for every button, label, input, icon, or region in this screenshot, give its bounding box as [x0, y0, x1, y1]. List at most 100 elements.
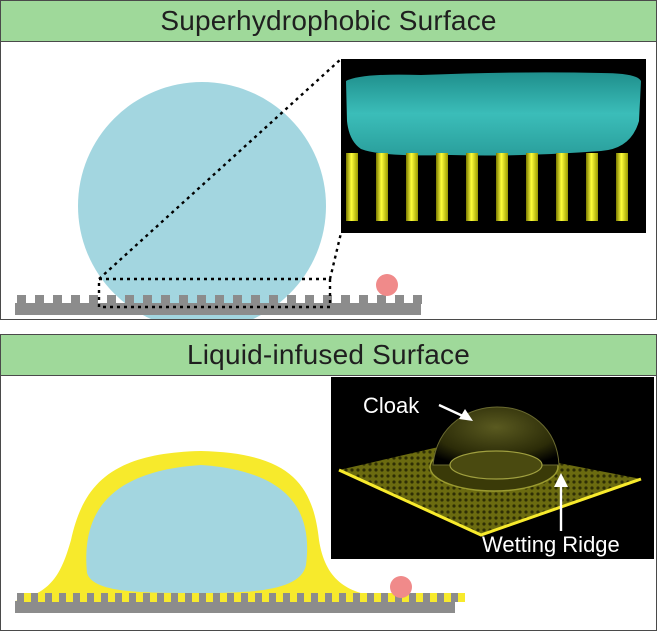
- pillar: [89, 295, 98, 304]
- pillar: [213, 593, 220, 602]
- pillar: [325, 593, 332, 602]
- pillar: [233, 295, 242, 304]
- lubricant-gap: [346, 593, 353, 602]
- pillar: [107, 295, 116, 304]
- post: [406, 153, 418, 221]
- pillar: [143, 295, 152, 304]
- superhydrophobic-header: Superhydrophobic Surface: [1, 1, 656, 42]
- pillar: [71, 295, 80, 304]
- pillar: [377, 295, 386, 304]
- lubricant-gap: [332, 593, 339, 602]
- pillar: [353, 593, 360, 602]
- lubricant-gap: [150, 593, 157, 602]
- contaminant-particle: [376, 274, 398, 296]
- pillar: [161, 295, 170, 304]
- superhydrophobic-title: Superhydrophobic Surface: [160, 5, 497, 36]
- liquid-infused-header: Liquid-infused Surface: [1, 335, 656, 376]
- post: [496, 153, 508, 221]
- lubricant-gap: [458, 593, 465, 602]
- ridge-arrow-head: [554, 473, 568, 487]
- lubricant-gap: [206, 593, 213, 602]
- pillar: [339, 593, 346, 602]
- lubricant-gap: [192, 593, 199, 602]
- pillar: [359, 295, 368, 304]
- superhydrophobic-diagram: [15, 58, 646, 319]
- pillar: [381, 593, 388, 602]
- pillar: [115, 593, 122, 602]
- liquid-infused-title: Liquid-infused Surface: [186, 339, 471, 370]
- lubricant-gap: [262, 593, 269, 602]
- pillar: [413, 295, 422, 304]
- pillar: [87, 593, 94, 602]
- post: [346, 153, 358, 221]
- contaminant-particle: [390, 576, 412, 598]
- pillar: [125, 295, 134, 304]
- lubricant-gap: [94, 593, 101, 602]
- confocal-3d-inset: Cloak Wetting Ridge: [331, 377, 654, 559]
- lubricant-gap: [122, 593, 129, 602]
- pillar: [171, 593, 178, 602]
- lubricant-gap: [178, 593, 185, 602]
- lubricant-gap: [66, 593, 73, 602]
- lubricant-gap: [430, 593, 437, 602]
- pillar: [31, 593, 38, 602]
- pillar: [227, 593, 234, 602]
- pillar: [101, 593, 108, 602]
- lubricant-gap: [388, 593, 395, 602]
- lubricant-gap: [80, 593, 87, 602]
- pillar: [311, 593, 318, 602]
- pillar: [215, 295, 224, 304]
- lubricant-gap: [304, 593, 311, 602]
- lubricant-gap: [234, 593, 241, 602]
- pillar: [199, 593, 206, 602]
- lubricant-gap: [290, 593, 297, 602]
- surface-edge: [338, 468, 642, 537]
- pillar: [269, 295, 278, 304]
- post: [616, 153, 628, 221]
- pillar-substrate: [15, 295, 422, 315]
- lubricant-gap: [248, 593, 255, 602]
- pillar: [323, 295, 332, 304]
- pillar: [157, 593, 164, 602]
- lubricant-gap: [38, 593, 45, 602]
- pillar: [241, 593, 248, 602]
- post: [466, 153, 478, 221]
- pillar: [297, 593, 304, 602]
- pillar: [59, 593, 66, 602]
- cloak-arrow-head: [459, 409, 473, 421]
- pillar: [437, 593, 444, 602]
- pillar: [367, 593, 374, 602]
- pillar: [269, 593, 276, 602]
- pillar: [283, 593, 290, 602]
- pillar: [129, 593, 136, 602]
- post: [556, 153, 568, 221]
- pillar: [73, 593, 80, 602]
- lubricant-gap: [136, 593, 143, 602]
- post: [436, 153, 448, 221]
- pillar: [395, 295, 404, 304]
- lubricant-gap: [360, 593, 367, 602]
- confocal-micrograph-inset: [341, 59, 646, 233]
- lubricant-gap: [318, 593, 325, 602]
- pillar: [197, 295, 206, 304]
- lubricant-gap: [164, 593, 171, 602]
- post: [376, 153, 388, 221]
- water-meniscus: [346, 72, 641, 156]
- pillar: [251, 295, 260, 304]
- pillar: [179, 295, 188, 304]
- yellow-posts: [346, 153, 628, 221]
- lubricant-gap: [374, 593, 381, 602]
- infused-substrate: [15, 593, 465, 613]
- cloak-arrow-shaft: [438, 403, 466, 419]
- pillar: [143, 593, 150, 602]
- lubricant-gap: [276, 593, 283, 602]
- lubricant-gap: [52, 593, 59, 602]
- pillar: [287, 295, 296, 304]
- pillar: [185, 593, 192, 602]
- pillar: [409, 593, 416, 602]
- water-droplet: [86, 465, 308, 593]
- lubricant-gap: [416, 593, 423, 602]
- droplet-base-ring: [449, 450, 543, 480]
- pillar: [305, 295, 314, 304]
- pillar: [17, 295, 26, 304]
